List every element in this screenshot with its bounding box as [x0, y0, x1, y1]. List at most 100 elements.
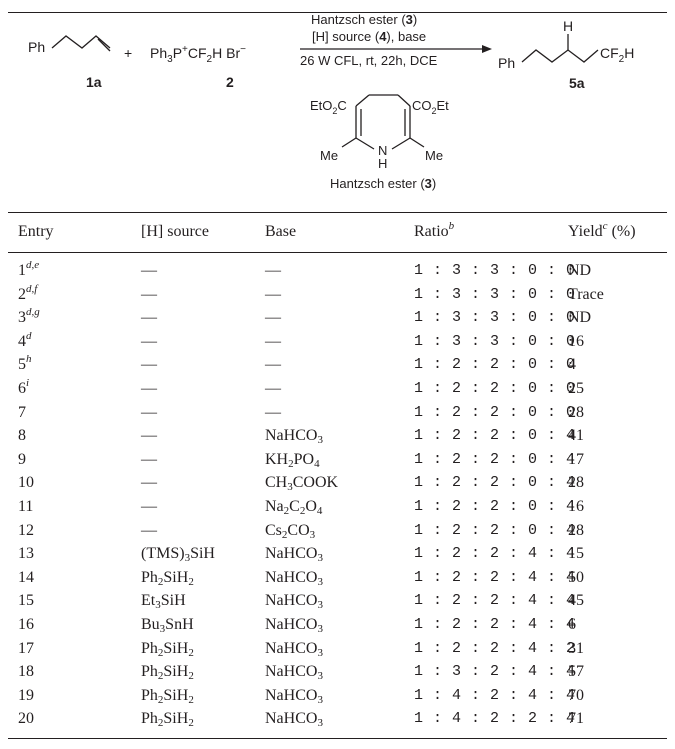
cell-ratio: 1 : 2 : 2 : 4 : 4 [414, 616, 576, 633]
cell-yield: 16 [568, 498, 584, 515]
cell-entry: 2d,f [18, 282, 38, 303]
cell-ratio: 1 : 2 : 2 : 0 : 4 [414, 498, 576, 515]
compound-label-5a: 5a [569, 75, 585, 91]
cell-entry: 1d,e [18, 259, 40, 280]
cell-entry: 4d [18, 329, 32, 350]
hantzsch-nh-label: H [378, 156, 387, 171]
cell-h-source: — [141, 450, 157, 468]
cell-h-source: — [141, 498, 157, 515]
cell-yield: 16 [568, 332, 584, 350]
hantzsch-left-ester: EtO2C [310, 98, 347, 116]
cell-base: NaHCO3 [265, 710, 323, 730]
cell-base: — [265, 380, 281, 397]
top-rule [8, 12, 667, 13]
cell-h-source: — [141, 262, 157, 279]
cell-h-source: Et3SiH [141, 592, 186, 612]
cell-ratio: 1 : 4 : 2 : 2 : 4 [414, 710, 576, 728]
cell-base: NaHCO3 [265, 592, 323, 612]
cell-base: — [265, 285, 281, 303]
cell-base: — [265, 356, 281, 374]
cell-entry: 6i [18, 377, 30, 398]
cell-entry: 20 [18, 710, 34, 728]
product-ph-label: Ph [498, 55, 515, 71]
cell-ratio: 1 : 2 : 2 : 4 : 2 [414, 639, 576, 657]
hantzsch-me-left: Me [320, 148, 338, 163]
hantzsch-n-label: N [378, 143, 387, 158]
reactant-ph-label: Ph [28, 39, 45, 55]
cell-entry: 11 [18, 498, 34, 515]
cell-ratio: 1 : 3 : 2 : 4 : 4 [414, 663, 576, 681]
cell-base: NaHCO3 [265, 663, 323, 683]
cell-yield: 28 [568, 474, 584, 492]
table-bottom-rule [8, 738, 667, 739]
reactant-double-bond [97, 38, 111, 52]
hantzsch-me-right: Me [425, 148, 443, 163]
cell-base: — [265, 332, 281, 350]
cell-ratio: 1 : 2 : 2 : 0 : 4 [414, 521, 576, 539]
reactant-1a: Ph 1a [28, 35, 111, 90]
cell-yield: 4 [568, 356, 576, 374]
cell-h-source: — [141, 403, 157, 421]
reaction-arrow-group: Hantzsch ester (3) [H] source (4), base … [300, 12, 492, 68]
cell-yield: ND [568, 309, 592, 327]
product-chain [521, 49, 599, 63]
cell-yield: 6 [568, 616, 576, 633]
cell-base: CH3COOK [265, 474, 339, 494]
cell-ratio: 1 : 3 : 3 : 0 : 0 [414, 309, 576, 327]
cell-yield: 41 [568, 427, 584, 445]
cell-entry: 19 [18, 686, 34, 704]
cell-entry: 7 [18, 403, 26, 421]
product-h-label: H [563, 18, 573, 34]
reactant-chain [51, 35, 111, 49]
cell-entry: 16 [18, 616, 34, 633]
cell-entry: 5h [18, 353, 32, 374]
cell-ratio: 1 : 2 : 2 : 0 : 4 [414, 450, 576, 468]
cell-h-source: — [141, 356, 157, 374]
cell-entry: 9 [18, 450, 26, 468]
cell-entry: 3d,g [18, 306, 40, 327]
cell-base: NaHCO3 [265, 616, 323, 635]
cell-base: KH2PO4 [265, 450, 320, 470]
cell-base: NaHCO3 [265, 568, 323, 588]
cell-base: Na2C2O4 [265, 498, 323, 517]
cell-ratio: 1 : 2 : 2 : 0 : 4 [414, 427, 576, 445]
hantzsch-caption: Hantzsch ester (3) [330, 176, 436, 191]
cell-ratio: 1 : 2 : 2 : 0 : 4 [414, 474, 576, 492]
cell-h-source: Ph2SiH2 [141, 663, 194, 683]
cell-entry: 18 [18, 663, 34, 681]
cell-ratio: 1 : 2 : 2 : 4 : 4 [414, 568, 576, 586]
cell-yield: 31 [568, 639, 584, 657]
cell-h-source: — [141, 380, 157, 397]
cell-ratio: 1 : 3 : 3 : 0 : 0 [414, 262, 576, 279]
cell-yield: 70 [568, 686, 584, 704]
hantzsch-ester-structure: EtO2C CO2Et Me Me N H Hantzsch ester (3) [310, 94, 449, 191]
cell-h-source: — [141, 521, 157, 539]
cell-ratio: 1 : 4 : 2 : 4 : 4 [414, 686, 576, 704]
cell-ratio: 1 : 2 : 2 : 0 : 0 [414, 403, 576, 421]
cell-h-source: — [141, 332, 157, 350]
cell-ratio: 1 : 3 : 3 : 0 : 0 [414, 332, 576, 350]
cell-h-source: Bu3SnH [141, 616, 194, 635]
reaction-arrow-head [482, 45, 492, 53]
cell-h-source: — [141, 285, 157, 303]
cell-yield: 28 [568, 403, 584, 421]
hantzsch-right-ester: CO2Et [412, 98, 449, 116]
cell-base: Cs2CO3 [265, 521, 316, 541]
condition-below: 26 W CFL, rt, 22h, DCE [300, 53, 438, 68]
header-ratio: Ratiob [414, 220, 455, 241]
header-entry: Entry [18, 223, 54, 240]
table-top-rule [8, 212, 667, 213]
cell-h-source: Ph2SiH2 [141, 686, 194, 706]
cell-base: NaHCO3 [265, 427, 323, 447]
cell-h-source: Ph2SiH2 [141, 568, 194, 588]
